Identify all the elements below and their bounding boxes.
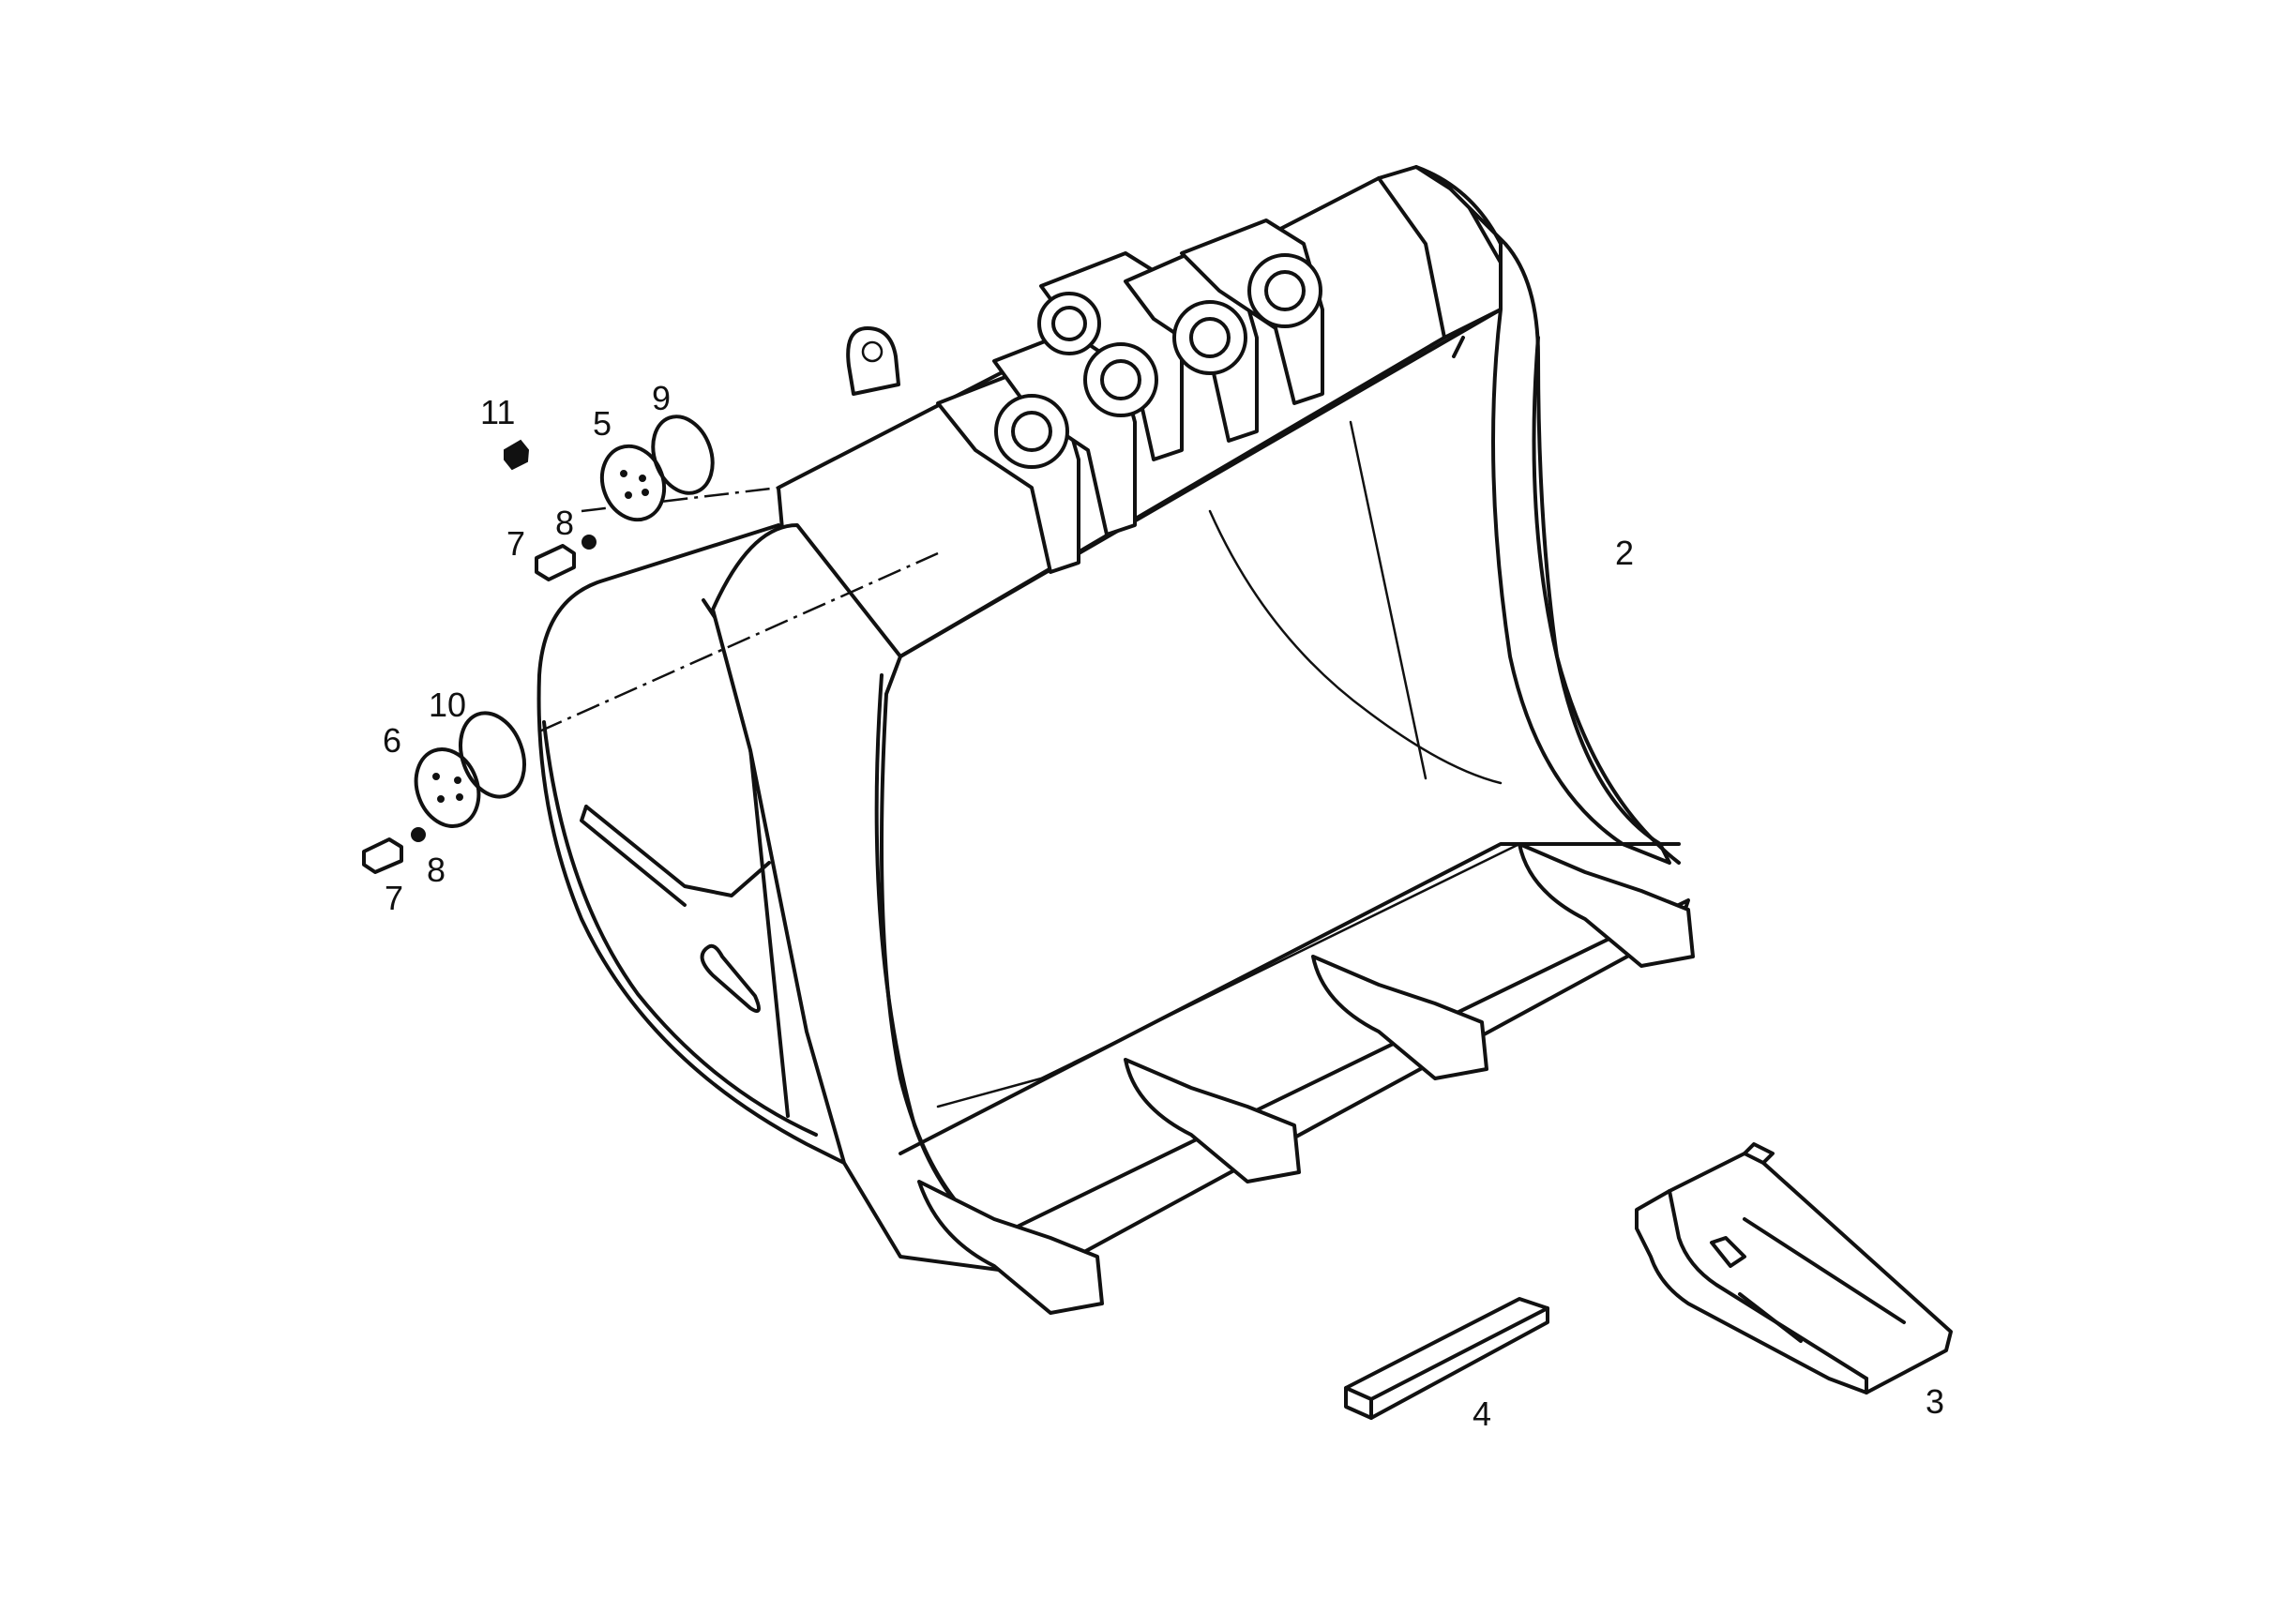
retainer-pin-4	[1344, 1297, 1549, 1420]
bolt-7-upper	[535, 544, 576, 581]
tooth-tip-3	[1635, 1142, 1953, 1394]
callout-6: 6	[383, 721, 402, 760]
bucket-body	[536, 165, 1695, 1315]
washer-8-upper	[582, 535, 597, 550]
shim-disc-6	[414, 747, 481, 828]
callout-5: 5	[593, 404, 612, 443]
callout-9: 9	[652, 379, 672, 417]
o-ring-9	[651, 415, 715, 495]
callout-3: 3	[1926, 1382, 1945, 1421]
callout-10: 10	[429, 686, 467, 724]
callout-11: 11	[480, 393, 516, 431]
cutting-edge	[992, 898, 1690, 1277]
callout-7-lower: 7	[385, 879, 404, 917]
tooth-adapters	[917, 842, 1695, 1315]
callout-4: 4	[1473, 1394, 1492, 1433]
pin-axis-line	[538, 551, 939, 733]
callout-8-upper: 8	[555, 504, 575, 542]
callout-7-upper: 7	[506, 524, 526, 563]
bolt-7-lower	[362, 837, 403, 874]
pin-bosses	[994, 253, 1322, 469]
washer-8-lower	[411, 827, 426, 842]
shim-disc-5	[599, 444, 667, 522]
o-ring-10	[459, 711, 526, 799]
plug-11	[504, 439, 530, 471]
callout-2: 2	[1615, 534, 1635, 572]
right-side-plate	[1414, 165, 1671, 865]
side-slot	[700, 943, 761, 1013]
callout-8-lower: 8	[427, 851, 446, 889]
